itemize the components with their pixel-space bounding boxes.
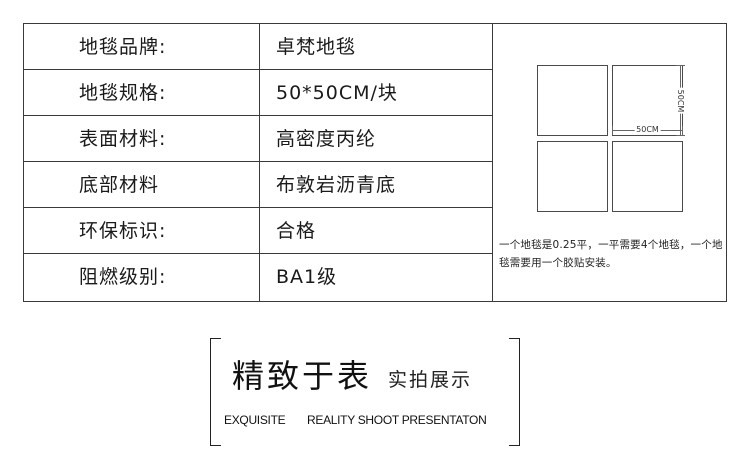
spec-label: 地毯品牌: xyxy=(79,36,167,58)
banner-title: 精致于表 xyxy=(232,357,373,395)
spec-row-size: 地毯规格: 50*50CM/块 xyxy=(24,70,492,116)
spec-value: 卓梵地毯 xyxy=(276,36,357,58)
spec-value: 高密度丙纶 xyxy=(276,128,377,150)
spec-row-backing: 底部材料 布敦岩沥青底 xyxy=(24,162,492,208)
tile-square xyxy=(537,141,608,212)
spec-label: 环保标识: xyxy=(79,220,167,242)
spec-value: 合格 xyxy=(276,220,317,242)
banner-english-1: EXQUISITE xyxy=(224,413,286,427)
tile-illustration-panel xyxy=(493,23,727,302)
spec-label: 阻燃级别: xyxy=(79,266,167,288)
bracket-right xyxy=(509,338,520,446)
spec-row-fire: 阻燃级别: BA1级 xyxy=(24,254,492,300)
dimension-label: 50CM xyxy=(634,125,661,135)
tile-square xyxy=(537,65,608,136)
spec-row-surface: 表面材料: 高密度丙纶 xyxy=(24,116,492,162)
spec-value: 50*50CM/块 xyxy=(276,82,398,104)
spec-value: 布敦岩沥青底 xyxy=(276,174,397,196)
spec-row-eco: 环保标识: 合格 xyxy=(24,208,492,254)
spec-label: 地毯规格: xyxy=(79,82,167,104)
tile-square xyxy=(612,141,683,212)
installation-note: 一个地毯是0.25平，一平需要4个地毯，一个地毯需要用一个胶贴安装。 xyxy=(499,239,723,269)
spec-label: 底部材料 xyxy=(79,174,160,196)
dimension-horizontal: 50CM xyxy=(612,125,683,136)
dimension-label: 50CM xyxy=(675,87,685,114)
spec-row-brand: 地毯品牌: 卓梵地毯 xyxy=(24,24,492,70)
spec-value: BA1级 xyxy=(276,266,338,288)
column-divider xyxy=(259,24,260,301)
banner-english-2: REALITY SHOOT PRESENTATON xyxy=(307,413,487,427)
bracket-left xyxy=(210,338,221,446)
section-banner: 精致于表 实拍展示 EXQUISITE REALITY SHOOT PRESEN… xyxy=(210,338,520,446)
spec-label: 表面材料: xyxy=(79,128,167,150)
dimension-vertical: 50CM xyxy=(675,65,686,136)
spec-table: 地毯品牌: 卓梵地毯 地毯规格: 50*50CM/块 表面材料: 高密度丙纶 底… xyxy=(23,23,493,302)
banner-subtitle: 实拍展示 xyxy=(388,369,473,391)
